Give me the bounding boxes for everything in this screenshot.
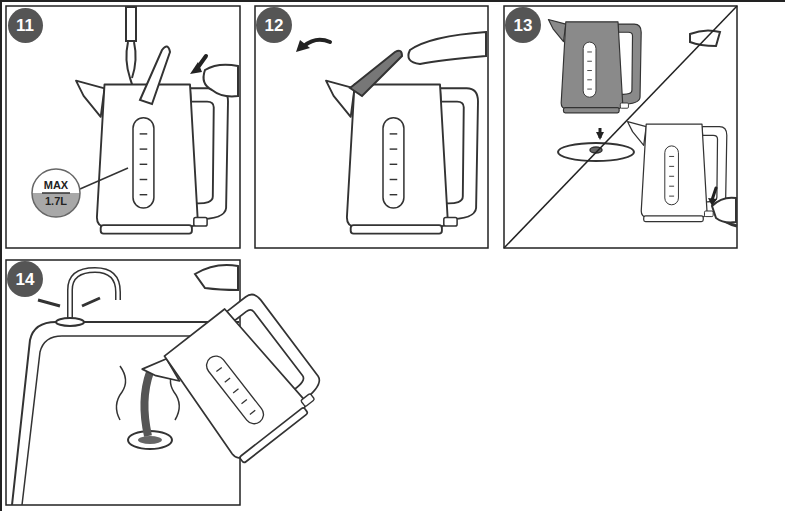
capacity-label: MAX — [44, 180, 68, 191]
step-number: 14 — [7, 261, 43, 297]
badge-circle — [31, 168, 81, 218]
panel-pour — [12, 265, 334, 505]
panel-fill — [76, 7, 238, 234]
step-number: 12 — [256, 7, 292, 43]
callout-number: 11 — [16, 17, 34, 34]
callout-number: 14 — [16, 271, 35, 288]
callout-number: 12 — [265, 17, 284, 34]
capacity-label: 1.7L — [45, 196, 67, 207]
step-number: 13 — [505, 7, 541, 43]
panel-close-lid — [296, 32, 486, 234]
step-number: 11 — [8, 8, 43, 43]
callout-number: 13 — [514, 17, 533, 34]
panel-base — [504, 6, 737, 248]
capacity-badge: MAX 1.7L — [31, 168, 81, 218]
